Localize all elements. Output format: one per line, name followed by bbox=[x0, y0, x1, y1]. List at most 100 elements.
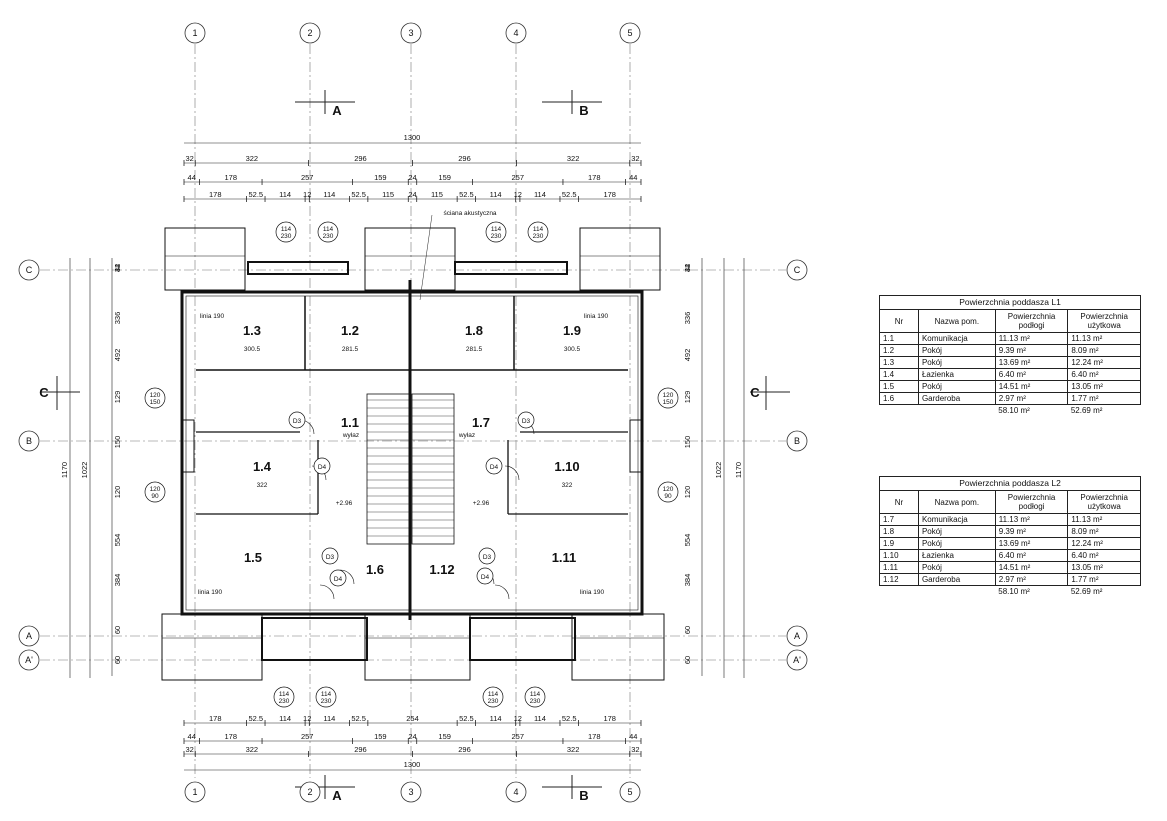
window-tag-width: 114 bbox=[323, 226, 334, 233]
dim-label: 52.5 bbox=[351, 190, 366, 199]
cell-name: Pokój bbox=[917, 356, 996, 369]
room-number-box bbox=[428, 561, 456, 577]
dim-label: 178 bbox=[209, 190, 222, 199]
axis-label-1: 1 bbox=[192, 28, 197, 38]
cell-usable-area: 8.09 m² bbox=[1067, 525, 1141, 538]
dim-label: 32 bbox=[185, 154, 193, 163]
door-swing bbox=[319, 584, 335, 600]
section-label: A bbox=[332, 103, 342, 118]
axis-bubble bbox=[299, 22, 321, 44]
window-tag-height: 90 bbox=[151, 493, 159, 500]
window-tag bbox=[657, 387, 679, 409]
dim-label: 159 bbox=[374, 173, 387, 182]
cell-name: Łazienka bbox=[917, 549, 996, 562]
cell-usable-area: 6.40 m² bbox=[1067, 368, 1141, 381]
dim-label: 296 bbox=[354, 154, 367, 163]
dim-label: 129 bbox=[113, 391, 122, 404]
door-tag bbox=[517, 411, 535, 429]
window-tag-width: 114 bbox=[279, 691, 290, 698]
cell-usable-area: 11.13 m² bbox=[1067, 332, 1141, 345]
axis-label: B bbox=[794, 436, 800, 446]
axis-bubble bbox=[18, 649, 40, 671]
cell-nr: 1.4 bbox=[879, 368, 919, 381]
window-tag-height: 230 bbox=[281, 233, 292, 240]
dim-label: 554 bbox=[683, 534, 692, 547]
dim-label: 492 bbox=[683, 349, 692, 362]
dim-label: 32 bbox=[631, 154, 639, 163]
dormer bbox=[364, 613, 471, 681]
axis-bubble bbox=[400, 22, 422, 44]
dim-label: 322 bbox=[567, 154, 580, 163]
dim-label: 115 bbox=[431, 190, 443, 199]
dim-label: 178 bbox=[224, 732, 237, 741]
cell-floor-area: 14.51 m² bbox=[994, 380, 1069, 393]
cell-nr: 1.6 bbox=[879, 392, 919, 405]
room-dimension: 300.5 bbox=[564, 346, 581, 353]
bottom-bay bbox=[469, 617, 576, 661]
cell-name: Komunikacja bbox=[917, 332, 996, 345]
room-number: 1.5 bbox=[244, 550, 262, 565]
dim-label: 159 bbox=[374, 732, 387, 741]
window-tag bbox=[317, 221, 339, 243]
window-tag bbox=[657, 481, 679, 503]
dim-label: 384 bbox=[113, 574, 122, 587]
dim-label: 120 bbox=[683, 486, 692, 499]
cell-floor-area: 2.97 m² bbox=[994, 573, 1069, 586]
window-tag-height: 230 bbox=[323, 233, 334, 240]
col-header-nr: Nr bbox=[879, 309, 919, 333]
door-tag-label: D3 bbox=[326, 554, 335, 561]
dim-label: 257 bbox=[512, 173, 525, 182]
cell-usable-area: 13.05 m² bbox=[1067, 561, 1141, 574]
door-tag bbox=[321, 547, 339, 565]
window-tag-height: 230 bbox=[491, 233, 502, 240]
window-tag bbox=[527, 221, 549, 243]
cell-name: Pokój bbox=[917, 380, 996, 393]
dim-label: 12 bbox=[303, 190, 311, 199]
room-number: 1.9 bbox=[563, 323, 581, 338]
room-dimension: 281.5 bbox=[466, 346, 483, 353]
dim-label: 150 bbox=[683, 436, 692, 449]
dim-label: 257 bbox=[301, 173, 314, 182]
room-number-box bbox=[239, 549, 267, 565]
sum-floor-area: 58.10 m² bbox=[998, 587, 1030, 596]
dormer bbox=[579, 227, 661, 291]
room-number-box bbox=[336, 322, 364, 338]
axis-bubble bbox=[786, 625, 808, 647]
dim-label: 114 bbox=[490, 714, 502, 723]
cell-nr: 1.5 bbox=[879, 380, 919, 393]
cell-usable-area: 11.13 m² bbox=[1067, 513, 1141, 526]
axis-label-4: 4 bbox=[513, 787, 518, 797]
dim-label: 52.5 bbox=[562, 714, 577, 723]
dim-label: 322 bbox=[246, 745, 259, 754]
axis-bubble bbox=[786, 649, 808, 671]
section-label: B bbox=[579, 788, 588, 803]
door-tag-label: D4 bbox=[334, 576, 343, 583]
cell-name: Garderoba bbox=[917, 392, 996, 405]
section-label: B bbox=[579, 103, 588, 118]
room-number: 1.12 bbox=[429, 562, 454, 577]
cell-name: Pokój bbox=[917, 525, 996, 538]
cell-usable-area: 1.77 m² bbox=[1067, 573, 1141, 586]
window-tag bbox=[144, 387, 166, 409]
axis-label: A' bbox=[25, 655, 33, 665]
room-number-box bbox=[460, 322, 488, 338]
cell-usable-area: 8.09 m² bbox=[1067, 344, 1141, 357]
window-tag-height: 150 bbox=[663, 399, 674, 406]
window-tag-width: 120 bbox=[150, 486, 161, 493]
room-dimension: 300.5 bbox=[244, 346, 261, 353]
cell-name: Pokój bbox=[917, 537, 996, 550]
hatch-label: wyłaz bbox=[342, 432, 359, 439]
window-tag bbox=[144, 481, 166, 503]
roof-line-label: linia 190 bbox=[200, 313, 225, 320]
cell-nr: 1.12 bbox=[879, 573, 919, 586]
door-tag bbox=[313, 457, 331, 475]
axis-bubble bbox=[505, 22, 527, 44]
dim-label: 114 bbox=[534, 714, 546, 723]
room-dimension: 322 bbox=[562, 482, 573, 489]
cell-nr: 1.10 bbox=[879, 549, 919, 562]
cell-floor-area: 11.13 m² bbox=[994, 513, 1069, 526]
axis-bubble bbox=[786, 430, 808, 452]
dim-label: 52.5 bbox=[248, 190, 263, 199]
